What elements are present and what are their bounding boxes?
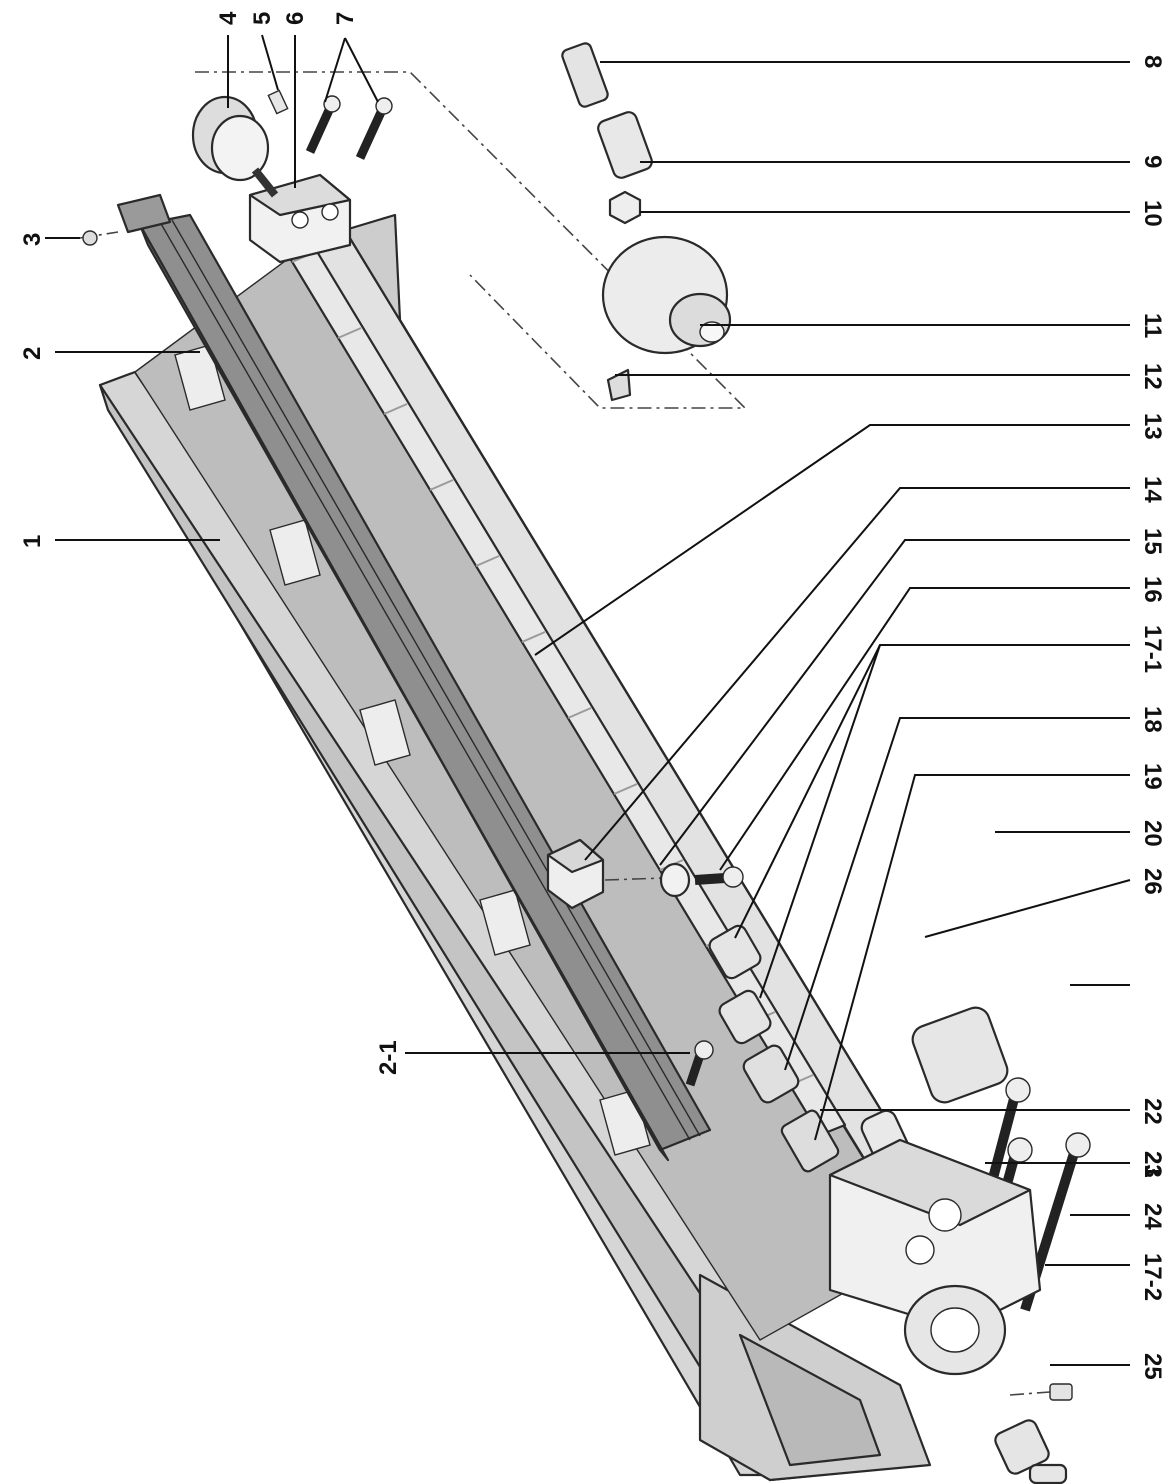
label-2: 2 xyxy=(19,347,46,360)
exploded-group-frame xyxy=(195,71,747,409)
callout-labels: 4 5 6 7 3 2 1 2-1 8 9 10 11 12 13 14 15 … xyxy=(19,11,1166,1380)
label-2-1: 2-1 xyxy=(375,1040,402,1075)
label-16: 16 xyxy=(1139,576,1166,603)
label-5: 5 xyxy=(249,12,276,25)
leader-lines xyxy=(45,34,1131,1366)
part-12-key xyxy=(606,368,632,402)
label-11: 11 xyxy=(1139,313,1166,338)
part-23-bearing-housing xyxy=(903,1284,1007,1376)
part-25-shaft xyxy=(1028,1463,1068,1484)
part-2-rack xyxy=(138,213,712,1162)
label-8: 8 xyxy=(1139,55,1166,68)
label-23: 23 xyxy=(1139,1151,1166,1178)
label-26: 26 xyxy=(1139,868,1166,895)
part-3-plate xyxy=(79,193,172,246)
label-4: 4 xyxy=(215,11,242,25)
part-11-handwheel xyxy=(601,235,732,355)
label-20: 20 xyxy=(1139,820,1166,847)
label-17-1: 17-1 xyxy=(1139,625,1166,673)
part-14-nut-block xyxy=(546,838,605,910)
part-20-knob xyxy=(911,1006,1009,1104)
label-12: 12 xyxy=(1139,363,1166,390)
label-6: 6 xyxy=(282,12,309,25)
part-15-washer xyxy=(659,862,691,898)
part-17-1-bushing-b xyxy=(718,989,772,1045)
part-18-coupling xyxy=(742,1044,800,1104)
part-17-1-bushing xyxy=(708,924,762,980)
label-18: 18 xyxy=(1139,706,1166,733)
part-9-sleeve xyxy=(597,111,653,179)
part-19-coupling-half xyxy=(780,1109,840,1173)
label-14: 14 xyxy=(1139,476,1166,503)
part-8-pin xyxy=(561,42,609,108)
label-9: 9 xyxy=(1139,155,1166,168)
label-24: 24 xyxy=(1139,1203,1166,1230)
label-22: 22 xyxy=(1139,1098,1166,1125)
label-25: 25 xyxy=(1139,1353,1166,1380)
part-24-nipple xyxy=(1009,1383,1073,1401)
label-10: 10 xyxy=(1139,200,1166,227)
label-15: 15 xyxy=(1139,528,1166,555)
part-10-nut xyxy=(608,190,642,225)
label-17-2: 17-2 xyxy=(1139,1253,1166,1301)
part-2-1-screw xyxy=(685,1040,714,1087)
label-19: 19 xyxy=(1139,763,1166,790)
part-4-dial xyxy=(191,95,279,198)
part-6-bearing-block xyxy=(248,173,352,264)
label-7: 7 xyxy=(332,12,359,25)
part-22-end-block xyxy=(828,1138,1042,1332)
label-3: 3 xyxy=(19,233,46,246)
label-21: 21 xyxy=(1139,1151,1166,1178)
part-5-nipple xyxy=(267,89,289,115)
part-16-screw xyxy=(694,866,744,888)
label-1: 1 xyxy=(19,535,46,548)
axis-line-14 xyxy=(604,877,666,881)
part-7-screws xyxy=(305,95,393,160)
label-13: 13 xyxy=(1139,413,1166,440)
